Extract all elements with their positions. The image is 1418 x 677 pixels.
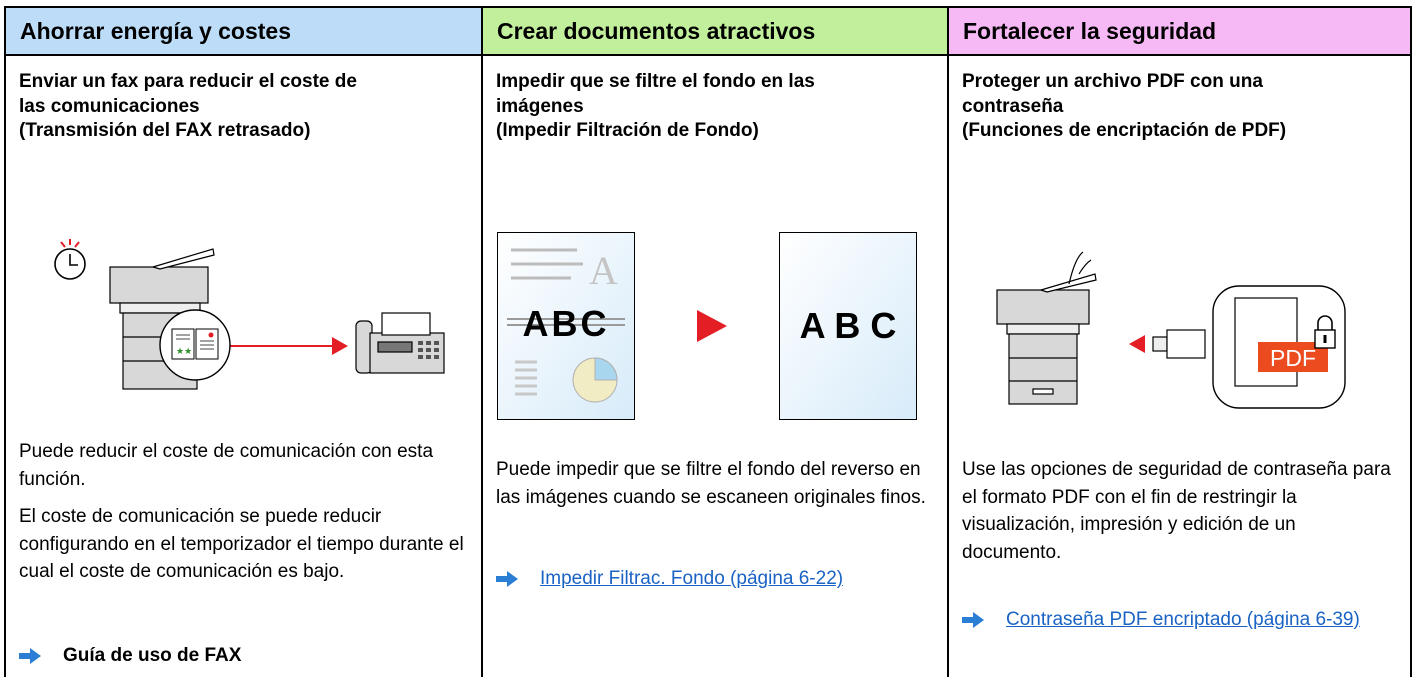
padlock-icon — [1314, 315, 1336, 349]
reference-link[interactable]: Impedir Filtrac. Fondo (página 6-22) — [540, 568, 844, 589]
usb-memory-icon — [1152, 329, 1206, 359]
reference-row: Contraseña PDF encriptado (página 6-39) — [962, 606, 1398, 633]
pdf-encryption-illustration: PDF — [996, 251, 1346, 409]
column-header: Fortalecer la seguridad — [949, 8, 1410, 56]
document-icon: A B C — [779, 232, 917, 420]
document-icon: ★★ — [159, 309, 231, 381]
bleed-through-illustration: A ABC A B C — [497, 232, 917, 420]
feature-description: Puede reducir el coste de comunicación c… — [19, 441, 464, 582]
column-attractive-docs: Crear documentos atractivos Impedir que … — [483, 8, 949, 677]
reference-link[interactable]: Contraseña PDF encriptado (página 6-39) — [1006, 609, 1360, 630]
right-arrow-icon — [962, 612, 984, 628]
right-arrow-icon — [496, 571, 518, 587]
column-security: Fortalecer la seguridad Proteger un arch… — [949, 8, 1410, 677]
feature-description: Puede impedir que se filtre el fondo del… — [496, 459, 926, 508]
svg-text:★★: ★★ — [176, 346, 192, 356]
feature-subtitle: Proteger un archivo PDF con una contrase… — [962, 71, 1287, 141]
fax-delay-illustration: ★★ — [54, 239, 445, 390]
feature-table: Ahorrar energía y costes Enviar un fax p… — [4, 6, 1412, 677]
reference-row: Impedir Filtrac. Fondo (página 6-22) — [496, 565, 935, 592]
column-save-energy: Ahorrar energía y costes Enviar un fax p… — [6, 8, 483, 677]
column-header: Ahorrar energía y costes — [6, 8, 481, 56]
mfp-printer-icon — [996, 251, 1097, 405]
feature-description: Use las opciones de seguridad de contras… — [962, 459, 1391, 563]
pdf-badge-text: PDF — [1270, 345, 1316, 371]
document-sample-text: ABC — [523, 303, 610, 344]
feature-subtitle: Impedir que se filtre el fondo en las im… — [496, 71, 815, 141]
document-clean-text: A B C — [800, 305, 897, 346]
feature-subtitle: Enviar un fax para reducir el coste de l… — [19, 71, 357, 141]
column-header: Crear documentos atractivos — [483, 8, 947, 56]
reference-row: Guía de uso de FAX — [19, 642, 469, 669]
fax-guide-reference: Guía de uso de FAX — [63, 645, 242, 666]
timer-icon — [54, 239, 86, 280]
bleed-letter: A — [589, 248, 618, 293]
document-icon: A ABC — [497, 232, 635, 420]
right-arrow-icon — [697, 310, 727, 342]
right-arrow-icon — [19, 648, 41, 664]
fax-machine-icon — [355, 312, 445, 374]
